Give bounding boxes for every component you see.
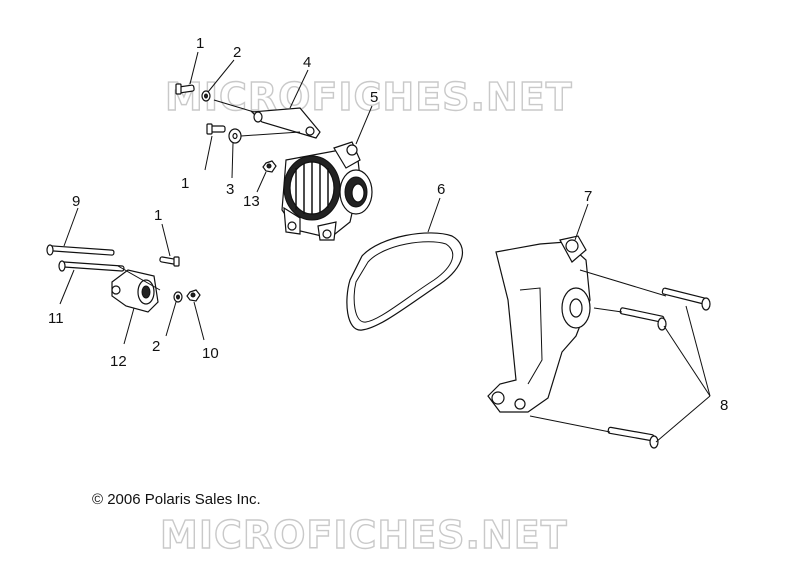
callout-2-left: 2: [152, 338, 160, 355]
nut-10: [186, 289, 201, 302]
callout-9: 9: [72, 193, 80, 210]
callout-6: 6: [437, 181, 445, 198]
washer-2-left: [173, 291, 183, 303]
callout-1-left: 1: [154, 207, 162, 224]
copyright-text: © 2006 Polaris Sales Inc.: [92, 491, 261, 508]
bolt-1-left: [159, 256, 180, 267]
callout-12: 12: [110, 353, 127, 370]
bolt-8-middle: [619, 307, 667, 331]
alternator-5: [281, 141, 373, 241]
callout-7: 7: [584, 188, 592, 205]
callout-11: 11: [48, 310, 64, 327]
bolt-8-lower: [607, 426, 659, 449]
callout-13: 13: [243, 193, 260, 210]
bolt-1-top: [175, 83, 195, 95]
callout-1-middle: 1: [181, 175, 189, 192]
watermark-top: MICROFICHES.NET: [165, 75, 573, 119]
callout-5: 5: [370, 89, 378, 106]
bolt-1-middle: [206, 123, 226, 135]
nut-13: [262, 160, 277, 173]
callout-10: 10: [202, 345, 219, 362]
adjuster-bracket-4: [213, 99, 321, 139]
callout-4: 4: [303, 54, 311, 71]
washer-2-top: [201, 90, 211, 102]
callout-8: 8: [720, 397, 728, 414]
callout-1-top: 1: [196, 35, 204, 52]
washer-3: [228, 128, 301, 144]
bolt-8-upper: [661, 287, 711, 311]
bolt-9: [46, 244, 115, 256]
drive-belt-6: [346, 232, 463, 331]
callout-3: 3: [226, 181, 234, 198]
callout-2-top: 2: [233, 44, 241, 61]
bolt-11: [58, 260, 125, 272]
idler-bracket-12: [111, 265, 161, 313]
watermark-bottom: MICROFICHES.NET: [160, 513, 568, 557]
mounting-bracket-7: [487, 235, 591, 413]
